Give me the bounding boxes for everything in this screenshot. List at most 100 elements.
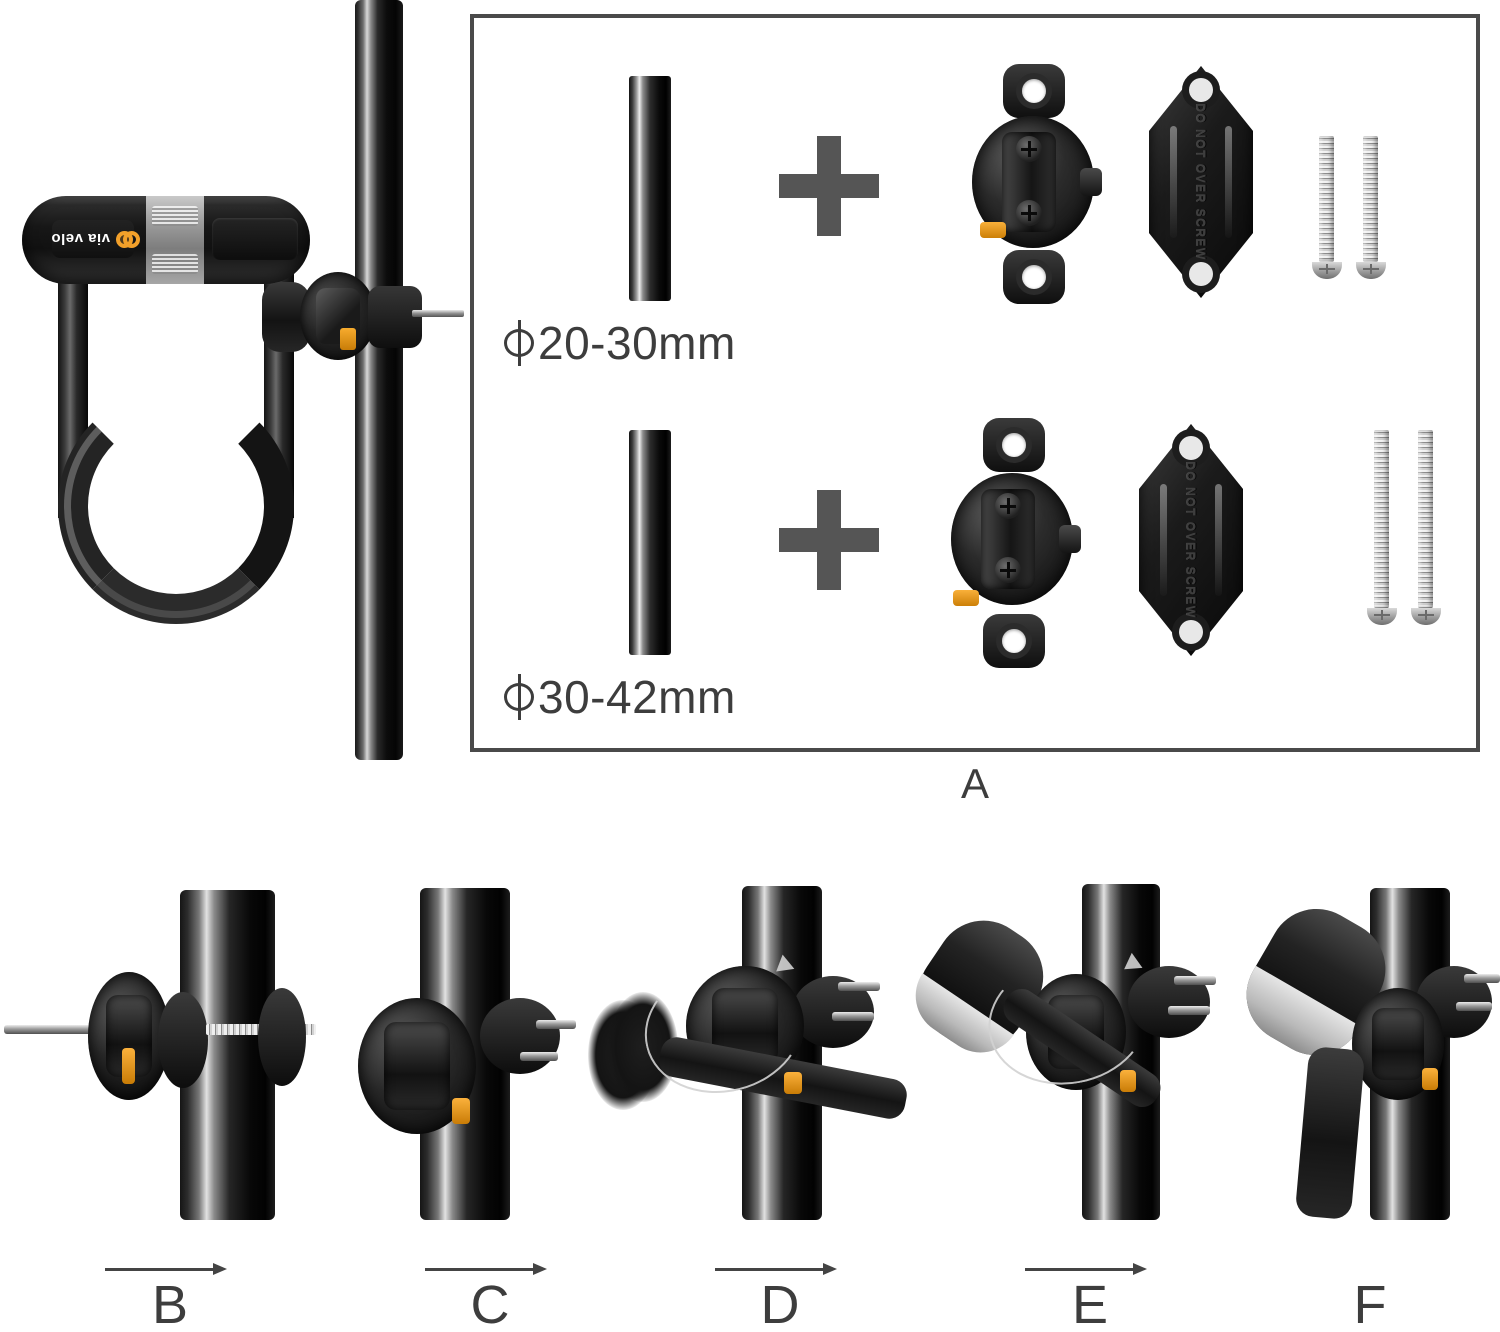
step-e-caption: E bbox=[940, 1262, 1240, 1332]
bracket-screw-top-icon bbox=[1016, 136, 1042, 162]
step-d-photo bbox=[608, 880, 940, 1240]
step-f: F bbox=[1229, 880, 1500, 1332]
bracket-ear-top bbox=[983, 418, 1045, 472]
step-e: E bbox=[900, 880, 1240, 1332]
orange-release-tab-icon bbox=[340, 328, 356, 350]
bracket-screw-top-icon bbox=[995, 493, 1021, 519]
lock-body-panel-left bbox=[52, 220, 134, 258]
step-b-caption: B bbox=[0, 1262, 340, 1332]
orange-release-tab-icon bbox=[1422, 1068, 1438, 1090]
brand-wordmark: via velo bbox=[50, 230, 110, 248]
top-section: via velo bbox=[0, 0, 1480, 807]
step-d-caption: D bbox=[620, 1262, 940, 1332]
double-circle-orange-logo-icon bbox=[114, 226, 140, 252]
screw-end-bottom bbox=[1168, 1006, 1210, 1015]
screw-end-top bbox=[1174, 976, 1216, 985]
lock-body-grip bbox=[146, 196, 204, 284]
screw-short-1 bbox=[1312, 136, 1342, 279]
orange-release-tab-icon bbox=[980, 222, 1006, 238]
bracket-ear-bottom bbox=[983, 614, 1045, 668]
bracket-ear-top bbox=[1003, 64, 1065, 118]
bracket-clamp-disc bbox=[300, 272, 376, 360]
cover-plate-large: DO NOT OVER SCREW bbox=[1139, 424, 1243, 656]
hero-product-photo: via velo bbox=[0, 0, 470, 790]
bracket-bolt bbox=[412, 310, 464, 317]
parts-row-large: DO NOT OVER SCREW 30-42mm bbox=[474, 408, 1476, 738]
step-letter: C bbox=[470, 1275, 510, 1332]
bracket-side-nub bbox=[1080, 168, 1102, 196]
diameter-label-small: 20-30mm bbox=[502, 316, 736, 370]
step-f-photo bbox=[1229, 880, 1500, 1240]
bracket-arm bbox=[368, 286, 422, 348]
plus-icon-large bbox=[779, 490, 879, 590]
bracket-side-nub bbox=[1059, 525, 1081, 553]
bracket-round-body bbox=[951, 473, 1081, 605]
bracket-ear-hole-bottom bbox=[1002, 629, 1026, 653]
bracket-round-body bbox=[972, 116, 1102, 248]
bracket-screw-bottom-icon bbox=[995, 557, 1021, 583]
lock-body-panel-right bbox=[212, 218, 298, 260]
cover-plate-small: DO NOT OVER SCREW bbox=[1149, 66, 1253, 298]
orange-release-tab-icon bbox=[452, 1098, 470, 1124]
step-letter: B bbox=[151, 1275, 189, 1332]
bracket-ear-bottom bbox=[1003, 250, 1065, 304]
screw-short-2 bbox=[1356, 136, 1386, 279]
orange-release-tab-icon bbox=[784, 1072, 802, 1094]
step-letter: E bbox=[1071, 1275, 1109, 1332]
screw-end-top bbox=[536, 1020, 576, 1029]
bracket-base-small bbox=[964, 64, 1104, 304]
screw-end-bottom bbox=[832, 1012, 874, 1021]
cover-plate-hole-bottom bbox=[1189, 262, 1213, 286]
screw-end-bottom bbox=[520, 1052, 558, 1061]
orange-release-tab-icon bbox=[953, 590, 979, 606]
clamp-collar-front bbox=[158, 992, 208, 1088]
cover-plate-rib-right bbox=[1225, 126, 1233, 238]
orange-release-tab-icon bbox=[1120, 1070, 1136, 1092]
shackle-highlight bbox=[64, 394, 288, 618]
step-f-caption: F bbox=[1240, 1262, 1500, 1332]
diameter-label-large: 30-42mm bbox=[502, 670, 736, 724]
arrow-right-icon bbox=[425, 1262, 555, 1276]
screw-long-1 bbox=[1367, 430, 1397, 625]
bracket-ear-hole-bottom bbox=[1022, 265, 1046, 289]
clamp-collar-back bbox=[258, 988, 306, 1086]
cover-plate-hole-bottom bbox=[1179, 620, 1203, 644]
tube-segment-small bbox=[629, 76, 671, 301]
clamp-inner-slot bbox=[383, 1022, 451, 1110]
screw-pair-short bbox=[1312, 136, 1386, 279]
step-d: D bbox=[608, 880, 940, 1332]
cover-plate-hole-top bbox=[1189, 78, 1213, 102]
step-c-photo bbox=[340, 880, 658, 1240]
u-lock-body: via velo bbox=[22, 196, 310, 284]
tube-segment-large bbox=[629, 430, 671, 655]
step-letter: F bbox=[1353, 1275, 1387, 1332]
step-letter: D bbox=[760, 1275, 800, 1332]
cover-plate-hole-top bbox=[1179, 436, 1203, 460]
clamp-inner bbox=[1372, 1008, 1424, 1080]
arrow-right-icon bbox=[1025, 1262, 1155, 1276]
step-e-photo bbox=[900, 880, 1240, 1240]
cover-plate-rib-left bbox=[1159, 484, 1167, 596]
bracket-base-large bbox=[939, 418, 1089, 668]
cover-plate-warning-text: DO NOT OVER SCREW bbox=[1184, 461, 1198, 619]
screw-end-top bbox=[838, 982, 880, 991]
arrow-right-icon bbox=[105, 1262, 235, 1276]
step-c: C bbox=[340, 880, 658, 1332]
cover-plate-rib-right bbox=[1215, 484, 1223, 596]
screw-long-2 bbox=[1411, 430, 1441, 625]
step-c-caption: C bbox=[340, 1262, 640, 1332]
diameter-value-small: 20-30mm bbox=[538, 317, 736, 369]
parts-row-small: DO NOT OVER SCREW 20-30mm bbox=[474, 36, 1476, 369]
bracket-ear-hole-top bbox=[1002, 433, 1026, 457]
step-b-photo bbox=[0, 880, 340, 1240]
arrow-right-icon bbox=[715, 1262, 845, 1276]
screw-end-bottom bbox=[1456, 1002, 1492, 1011]
step-b: B bbox=[0, 880, 340, 1332]
bracket-ear-hole-top bbox=[1022, 79, 1046, 103]
step-sequence: B C bbox=[0, 880, 1500, 1332]
brand-logo: via velo bbox=[48, 222, 140, 256]
parts-box-a: DO NOT OVER SCREW 20-30mm bbox=[470, 14, 1480, 752]
diameter-symbol-icon bbox=[502, 674, 536, 720]
hero-mounting-bracket bbox=[262, 272, 464, 362]
